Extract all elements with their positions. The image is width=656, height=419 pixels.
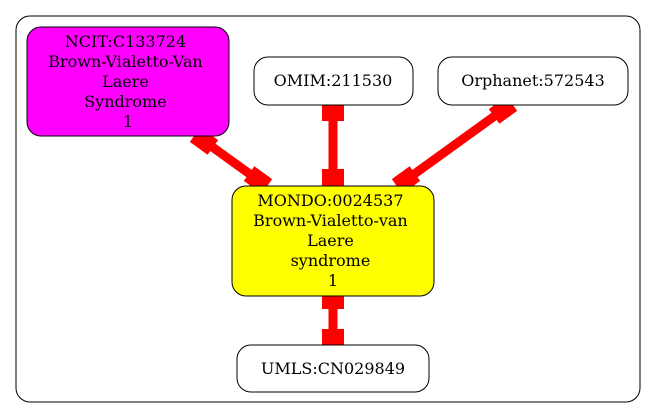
- node-omim[interactable]: OMIM:211530: [253, 56, 414, 106]
- node-label: UMLS:CN029849: [261, 359, 405, 378]
- cluster-boundary: [15, 15, 641, 403]
- edge-orphanet-mondo: [391, 96, 518, 194]
- node-label-line: syndrome: [291, 251, 371, 270]
- node-label-line: Laere: [102, 72, 149, 91]
- node-orphanet[interactable]: Orphanet:572543: [437, 56, 629, 106]
- edge-line: [403, 106, 506, 184]
- edge-line: [201, 137, 261, 184]
- node-mondo[interactable]: MONDO:0024537 Brown-Vialetto-van Laere s…: [231, 185, 435, 297]
- node-label-line: Brown-Vialetto-van: [253, 211, 408, 230]
- node-box: [26, 26, 230, 137]
- node-label: NCIT:C133724 Brown-Vialetto-Van Laere Sy…: [48, 32, 208, 131]
- node-box: [253, 56, 414, 106]
- node-box: [231, 185, 435, 297]
- edge-omim-mondo: [322, 103, 344, 187]
- edge-ncit-mondo: [189, 127, 273, 194]
- node-label-line: 1: [123, 112, 133, 131]
- edge-marker-tail: [322, 103, 344, 121]
- edge-marker-head: [322, 329, 344, 347]
- node-label: OMIM:211530: [274, 71, 393, 90]
- node-umls[interactable]: UMLS:CN029849: [236, 344, 430, 393]
- node-ncit[interactable]: NCIT:C133724 Brown-Vialetto-Van Laere Sy…: [26, 26, 230, 137]
- edge-marker-head: [322, 169, 344, 187]
- node-label-line: Brown-Vialetto-Van: [48, 52, 202, 71]
- node-label-line: MONDO:0024537: [257, 191, 403, 210]
- node-label: Orphanet:572543: [461, 71, 605, 90]
- node-box: [437, 56, 629, 106]
- node-label-line: 1: [328, 271, 338, 290]
- node-label: MONDO:0024537 Brown-Vialetto-van Laere s…: [253, 191, 413, 290]
- node-label-line: Laere: [307, 231, 354, 250]
- node-box: [236, 344, 430, 393]
- edge-mondo-umls: [322, 291, 344, 347]
- node-label-line: UMLS:CN029849: [261, 359, 405, 378]
- node-label-line: Orphanet:572543: [461, 71, 605, 90]
- node-label-line: NCIT:C133724: [65, 32, 186, 51]
- node-label-line: OMIM:211530: [274, 71, 393, 90]
- node-label-line: Syndrome: [84, 92, 166, 111]
